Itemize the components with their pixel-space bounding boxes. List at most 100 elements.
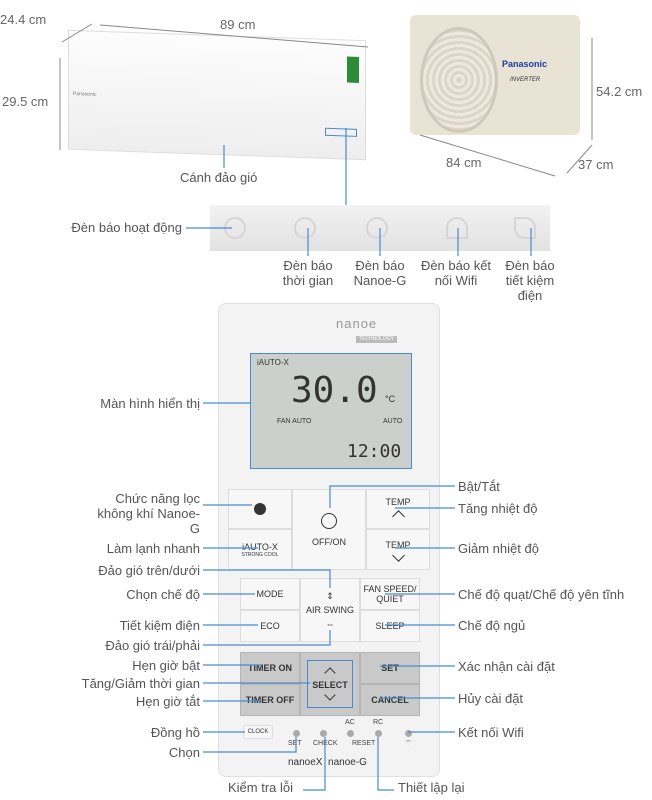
timer-indicator-icon [294,217,316,239]
power-button[interactable]: OFF/ON [292,489,366,570]
label-timer-indicator: Đèn báo thời gian [282,258,334,288]
check-pinhole-button[interactable] [320,730,327,737]
inverter-logo: INVERTER [510,77,541,83]
outdoor-brand: Panasonic [502,59,548,69]
swing-leftright-icon: ⇔ [325,619,335,629]
fan-grille [420,27,498,133]
lcd-fan: FAN AUTO [277,418,312,425]
dim-outdoor-width: 84 cm [446,155,482,170]
select-label: SELECT [312,680,348,690]
indoor-unit-image: Panasonic [68,29,366,161]
chevron-down-icon [391,548,405,562]
lcd-mode: iAUTO-X [257,358,289,367]
wifi-icon: ⌔ [405,740,412,747]
set-button[interactable]: SET [360,652,420,684]
label-screen: Màn hình hiển thị [100,396,200,411]
label-check: Kiểm tra lỗi [228,780,294,795]
label-select: Chọn [168,745,200,760]
label-temp-down: Giảm nhiệt độ [458,541,539,556]
nanoe-technology: TECHNOLOGY [356,336,398,343]
set-small-label: SET [288,740,302,747]
label-eco: Tiết kiệm điện [119,618,200,633]
select-down-icon [324,689,336,701]
label-temp-up: Tăng nhiệt độ [458,501,538,516]
rc-reset-button[interactable] [375,730,382,737]
ac-reset-button[interactable] [347,730,354,737]
air-swing-label: AIR SWING [305,605,354,615]
eco-button[interactable]: ECO [240,610,300,642]
chevron-up-icon [391,510,405,523]
reset-label: RESET [352,740,376,747]
mode-button[interactable]: MODE [240,578,300,610]
label-set: Xác nhận cài đặt [458,659,555,674]
label-nanoe-indicator: Đèn báo Nanoe-G [353,258,407,288]
cancel-button[interactable]: CANCEL [360,684,420,716]
label-quick-cool: Làm lạnh nhanh [106,541,200,556]
label-reset: Thiết lập lại [398,780,465,795]
temp-down-button[interactable]: TEMP [366,529,430,570]
lcd-screen: iAUTO-X 30.0 °C FAN AUTO AUTO 12:00 [250,353,412,469]
label-eco-indicator: Đèn báo tiết kiệm điện [505,258,555,303]
dim-indoor-height: 29.5 cm [2,94,49,109]
label-nanoe: Chức năng lọc không khí Nanoe-G [97,491,200,536]
remote-footer-logos: nanoeX nanoe-G [288,757,367,768]
set-pinhole-button[interactable] [293,730,300,737]
temp-label: TEMP [385,539,411,550]
power-indicator-icon [224,217,246,239]
nanoe-button[interactable] [228,489,292,529]
label-vane: Cánh đảo gió [180,170,258,185]
lcd-temperature: 30.0 [291,370,378,411]
indicator-area-highlight [325,127,357,137]
dim-outdoor-depth: 37 cm [578,157,614,172]
lcd-time: 12:00 [347,441,402,462]
dim-indoor-depth: 24.4 cm [0,12,47,27]
label-cancel: Hủy cài đặt [458,691,524,706]
label-swing-lr: Đảo gió trái/phải [105,638,200,653]
ac-label: AC [345,719,355,726]
energy-label [347,56,359,83]
label-mode: Chọn chế độ [126,587,200,602]
lcd-unit: °C [385,394,396,404]
nanoe-icon [254,503,266,515]
select-group: SELECT [307,660,353,708]
timer-off-button[interactable]: TIMER OFF [240,684,300,716]
label-adjust: Tăng/Giảm thời gian [81,676,200,691]
nanoe-logo: nanoe [336,316,378,331]
label-wifi: Kết nối Wifi [458,725,524,740]
strong-cool-label: STRONG COOL [241,551,279,558]
select-button[interactable]: SELECT [300,652,360,716]
label-sleep: Chế độ ngủ [458,618,526,633]
label-power: Bật/Tắt [458,479,500,494]
check-label: CHECK [313,740,338,747]
label-operation: Đèn báo hoạt động [71,220,182,235]
label-timer-on: Hẹn giờ bật [132,658,200,673]
sleep-button[interactable]: SLEEP [360,610,420,642]
eco-leaf-indicator-icon [514,217,536,239]
temp-label: TEMP [385,497,411,507]
outdoor-unit-image: Panasonic INVERTER [410,15,580,135]
indicator-panel [210,205,550,251]
select-up-icon [324,667,336,679]
indoor-brand: Panasonic [73,90,97,98]
clock-button[interactable]: CLOCK [243,725,273,739]
fan-speed-button[interactable]: FAN SPEED/ QUIET [360,578,420,610]
label-fan: Chế độ quạt/Chế độ yên tĩnh [458,587,625,602]
lcd-swing: AUTO [383,418,403,425]
air-swing-button[interactable]: ⇕ AIR SWING ⇔ [300,578,360,642]
dim-indoor-width: 89 cm [220,17,256,32]
nanoe-indicator-icon [366,217,388,239]
swing-updown-icon: ⇕ [326,591,334,601]
wifi-button[interactable] [405,730,412,737]
label-clock: Đồng hồ [150,725,200,740]
iauto-label: iAUTO-X [242,541,278,552]
wifi-indicator-icon [446,217,468,239]
dim-outdoor-height: 54.2 cm [596,84,643,99]
timer-on-button[interactable]: TIMER ON [240,652,300,684]
label-timer-off: Hẹn giờ tắt [135,694,200,709]
label-swing-ud: Đảo gió trên/dưới [98,563,200,578]
temp-up-button[interactable]: TEMP [366,489,430,529]
off-on-label: OFF/ON [312,536,346,547]
label-wifi-indicator: Đèn báo kết nối Wifi [420,258,492,288]
